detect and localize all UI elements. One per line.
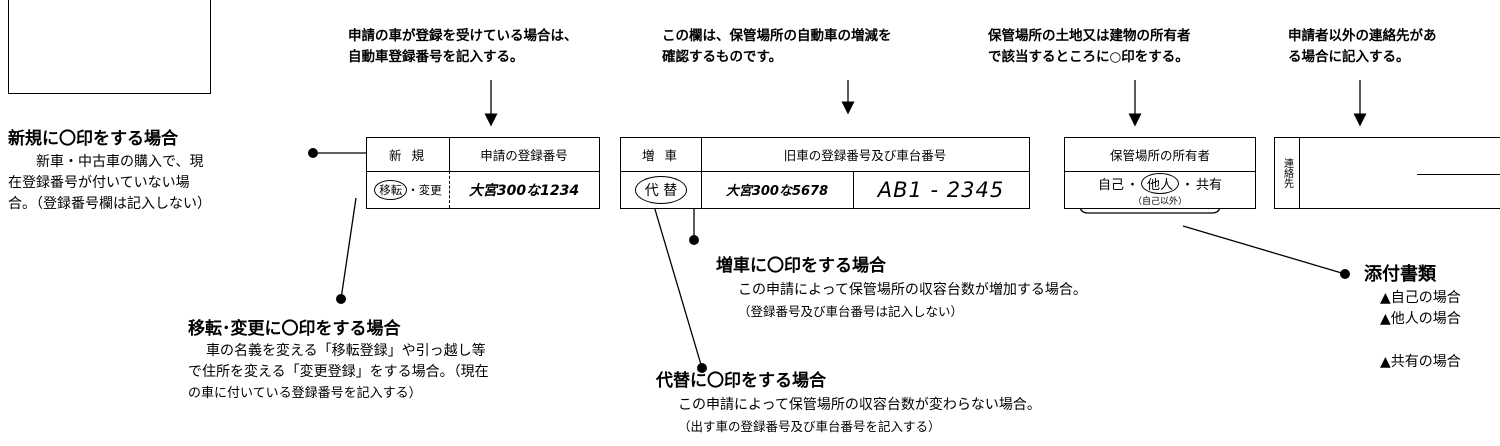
column-divider-dashed [449, 171, 450, 208]
transfer-option: 移転 [374, 179, 408, 200]
section-attachments: 添付書類 ▲自己の場合 ▲他人の場合 ▲共有の場合 [1364, 260, 1500, 373]
corner-box [8, 0, 211, 94]
old-vehicle-header: 旧車の登録番号及び車台番号 [783, 148, 947, 163]
column-divider [853, 171, 854, 208]
bullet-dot-icon [308, 148, 318, 158]
section-add-vehicle: 増車に〇印をする場合 この申請によって保管場所の収容台数が増加する場合。 （登録… [716, 251, 1087, 320]
column-divider [449, 138, 450, 171]
note-registration-number: 申請の車が登録を受けている場合は、 自動車登録番号を記入する。 [348, 26, 578, 68]
separator: ・ [407, 182, 419, 197]
section-title: 増車に〇印をする場合 [716, 256, 886, 276]
registration-number-header: 申請の登録番号 [480, 148, 568, 163]
note-line: 確認するものです。 [662, 49, 783, 65]
row-divider [621, 171, 1029, 172]
body-line: 在登録番号が付いていない場 [8, 175, 190, 191]
note-line: 自動車登録番号を記入する。 [348, 49, 524, 65]
change-label: 変更 [418, 182, 442, 197]
add-vehicle-label: 増 車 [642, 148, 680, 163]
body-line: の車に付いている登録番号を記入する） [188, 386, 422, 401]
old-registration-plate: 大宮300な5678 [725, 184, 829, 199]
chassis-number: AB1 - 2345 [877, 177, 1005, 202]
section-title: 代替に〇印をする場合 [656, 371, 826, 391]
owner-header: 保管場所の所有者 [1109, 148, 1210, 163]
contact-line [1417, 174, 1500, 175]
other-option: 他人 [1140, 172, 1179, 194]
shared-option: 共有 [1196, 177, 1223, 193]
replace-label: 代 替 [634, 175, 688, 204]
section-new: 新規に〇印をする場合 新車・中古車の購入で、現 在登録番号が付いていない場 合。… [8, 124, 211, 215]
separator: ・ [1125, 177, 1139, 193]
bullet-dot-icon [689, 235, 699, 245]
row-divider [367, 171, 599, 172]
body-line: 新車・中古車の購入で、現 [36, 154, 204, 170]
bullet-dot-icon [697, 363, 707, 373]
transfer-change-options: 移転・変更 [367, 171, 449, 208]
replace-option: 代 替 [621, 171, 701, 208]
note-line: で該当するところに○印をする。 [988, 49, 1189, 65]
bullet-dot-icon [1340, 269, 1350, 279]
form-vehicle-change: 増 車 旧車の登録番号及び車台番号 代 替 大宮300な5678 AB1 - 2… [620, 137, 1030, 209]
registration-plate: 大宮300な1234 [468, 182, 580, 199]
column-divider [701, 138, 702, 208]
section-title: 添付書類 [1364, 264, 1436, 285]
section-body: 車の名義を変える「移転登録」や引っ越し等 で住所を変える「変更登録」をする場合。… [188, 341, 489, 404]
body-line: 合。（登録番号欄は記入しない） [8, 196, 211, 212]
transfer-label: 移転 [379, 182, 403, 197]
form-contact: 連絡先 [1274, 137, 1500, 209]
attachment-item: ▲自己の場合 [1380, 290, 1461, 306]
section-note: （出す車の登録番号及び車台番号を記入する） [678, 419, 941, 434]
section-title: 移転･変更に〇印をする場合 [188, 319, 401, 339]
note-line: 申請の車が登録を受けている場合は、 [348, 28, 578, 44]
section-note: （登録番号及び車台番号は記入しない） [738, 304, 964, 319]
attachment-item: ▲共有の場合 [1380, 354, 1461, 370]
section-body: 新車・中古車の購入で、現 在登録番号が付いていない場 合。（登録番号欄は記入しな… [8, 152, 211, 215]
note-contact: 申請者以外の連絡先があ る場合に記入する。 [1288, 26, 1437, 68]
note-line: この欄は、保管場所の自動車の増減を [662, 28, 892, 44]
note-line: る場合に記入する。 [1288, 49, 1410, 65]
bullet-dot-icon [336, 294, 346, 304]
other-subnote: （自己以外） [1132, 196, 1187, 207]
note-vehicle-increase: この欄は、保管場所の自動車の増減を 確認するものです。 [662, 26, 892, 68]
section-transfer-change: 移転･変更に〇印をする場合 車の名義を変える「移転登録」や引っ越し等 で住所を変… [188, 314, 489, 404]
section-body: この申請によって保管場所の収容台数が増加する場合。 [738, 282, 1087, 298]
note-line: 申請者以外の連絡先があ [1288, 28, 1437, 44]
section-replace: 代替に〇印をする場合 この申請によって保管場所の収容台数が変わらない場合。 （出… [656, 366, 1041, 435]
form-new-registration: 新 規 申請の登録番号 移転・変更 大宮300な1234 [366, 137, 600, 209]
owner-options: 自己 ・ 他人 ・ 共有 [1065, 172, 1255, 194]
self-option: 自己 [1097, 177, 1124, 193]
section-title: 新規に〇印をする場合 [8, 129, 178, 149]
body-line: 車の名義を変える「移転登録」や引っ越し等 [206, 343, 486, 359]
column-divider [1299, 138, 1300, 208]
separator: ・ [1181, 177, 1195, 193]
section-body: この申請によって保管場所の収容台数が変わらない場合。 [678, 397, 1041, 413]
row-divider [1065, 171, 1255, 172]
new-label: 新 規 [389, 148, 427, 163]
attachment-item: ▲他人の場合 [1380, 311, 1461, 327]
body-line: で住所を変える「変更登録」をする場合。（現在 [188, 364, 489, 380]
note-line: 保管場所の土地又は建物の所有者 [988, 28, 1191, 44]
form-parking-owner: 保管場所の所有者 自己 ・ 他人 ・ 共有 （自己以外） [1064, 137, 1256, 209]
note-owner: 保管場所の土地又は建物の所有者 で該当するところに○印をする。 [988, 26, 1191, 68]
contact-label: 連絡先 [1281, 158, 1293, 188]
